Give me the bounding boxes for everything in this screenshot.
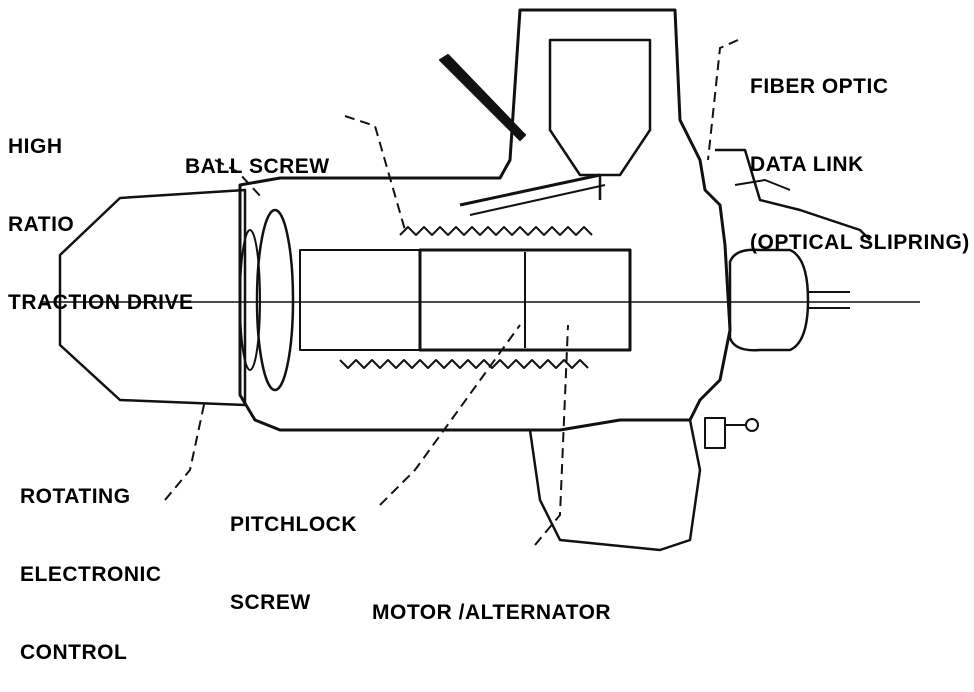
label-rotating-electronic-control: ROTATING ELECTRONIC CONTROL <box>20 432 162 692</box>
label-line: (OPTICAL SLIPRING) <box>750 231 970 254</box>
label-line: PITCHLOCK <box>230 513 357 536</box>
leader-ball-screw <box>344 115 406 231</box>
label-line: SCREW <box>230 591 311 614</box>
label-line: CONTROL <box>20 641 128 664</box>
leader-traction <box>214 159 263 199</box>
label-fiber-optic-data-link: FIBER OPTIC DATA LINK (OPTICAL SLIPRING) <box>750 22 970 282</box>
label-line: FIBER OPTIC <box>750 75 889 98</box>
label-line: BALL SCREW <box>185 155 330 178</box>
traction-drive <box>255 208 295 392</box>
ball-screw-teeth <box>399 226 593 236</box>
gearbox-tower <box>548 38 652 177</box>
leader-motor <box>534 324 569 546</box>
label-line: HIGH <box>8 135 63 158</box>
label-line: TRACTION DRIVE <box>8 291 194 314</box>
label-line: ELECTRONIC <box>20 563 162 586</box>
leader-fiber-optic <box>707 39 739 161</box>
support-leg <box>528 419 702 552</box>
leader-pitchlock <box>379 324 521 506</box>
label-line: RATIO <box>8 213 75 236</box>
leader-rotating <box>164 399 206 501</box>
label-ball-screw: BALL SCREW <box>185 102 330 206</box>
housing-outline <box>238 8 732 432</box>
label-line: MOTOR /ALTERNATOR <box>372 601 612 624</box>
label-line: DATA LINK <box>750 153 864 176</box>
pitchlock-teeth <box>339 359 589 369</box>
rear-hub <box>728 248 810 352</box>
label-pitchlock-screw: PITCHLOCK SCREW <box>230 460 357 642</box>
cross-section-drawing <box>40 8 920 552</box>
label-high-ratio-traction-drive: HIGH RATIO TRACTION DRIVE <box>8 82 194 342</box>
label-line: ROTATING <box>20 485 131 508</box>
label-motor-alternator: MOTOR /ALTERNATOR <box>372 548 611 652</box>
